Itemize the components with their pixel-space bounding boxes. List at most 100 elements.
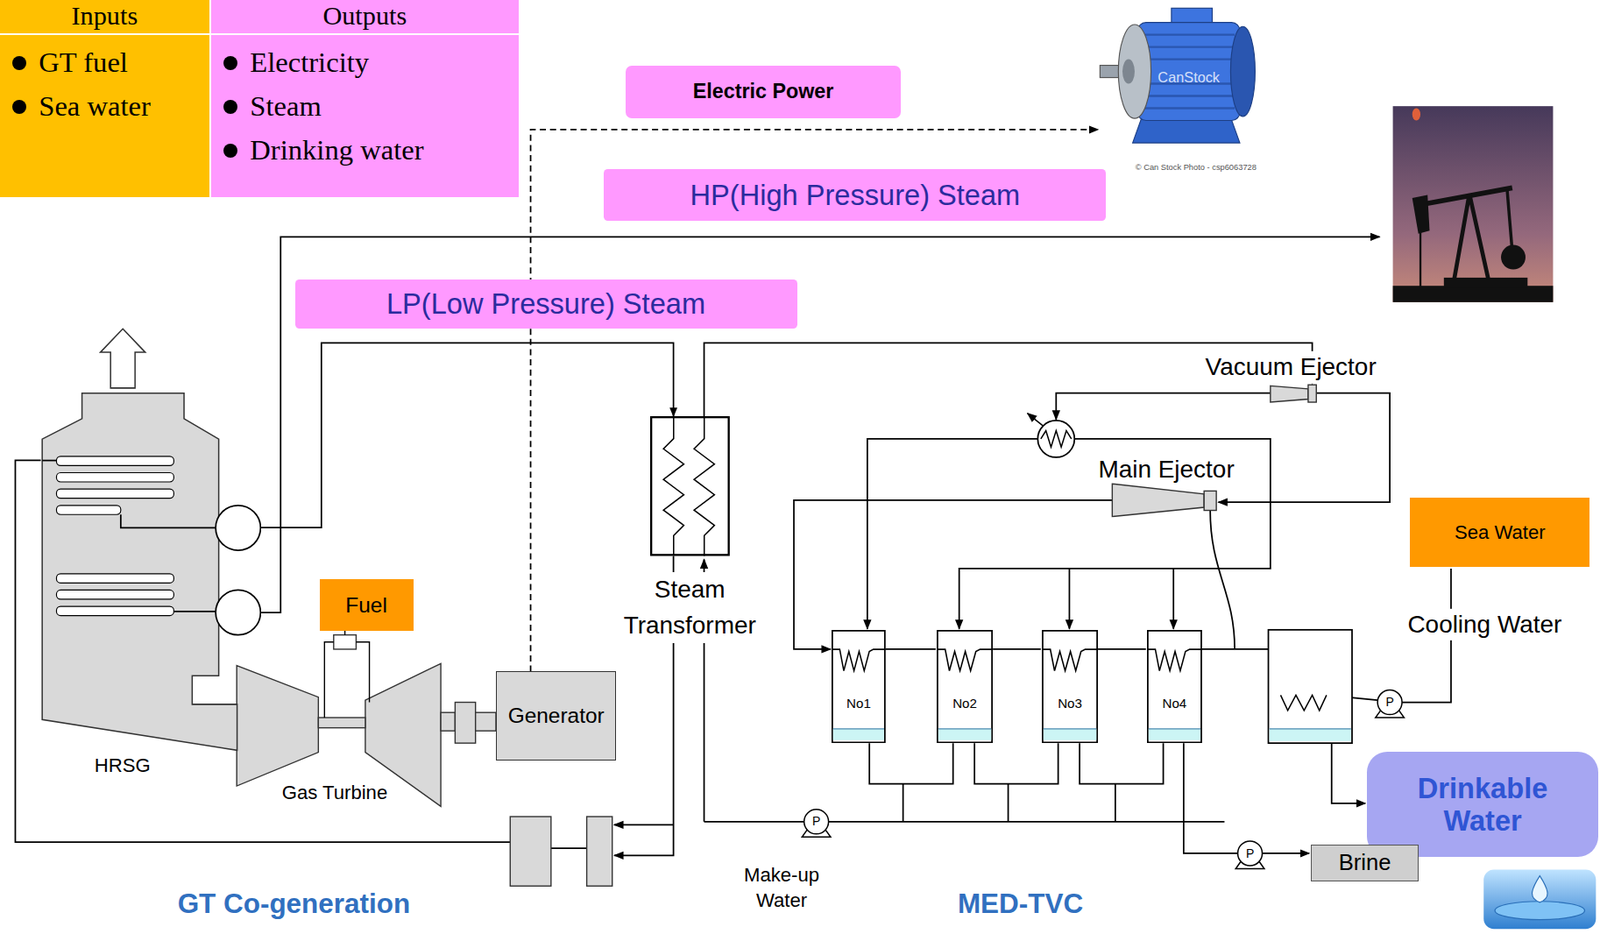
table-list-row: Steam <box>211 88 519 126</box>
hrsg-vessel <box>56 456 174 466</box>
effect-vessel <box>938 728 992 730</box>
effect-vessel <box>832 630 885 743</box>
gas-turbine-symbol <box>509 816 552 886</box>
effect-vessel <box>937 630 992 743</box>
heat-exchanger-symbol <box>1027 413 1043 426</box>
electric-motor-picture <box>1145 35 1235 109</box>
electric-motor-picture <box>1230 26 1255 117</box>
table-list-row: Drinking water <box>211 132 519 170</box>
oil-pumpjack-picture <box>1412 107 1421 121</box>
node-caption: Steam Transformer <box>608 572 772 644</box>
steam-transformer: Steam Transformer <box>650 416 730 557</box>
effect-number: No2 <box>936 695 993 711</box>
pipe-lines <box>1331 743 1366 804</box>
pipe-lines <box>869 743 953 785</box>
oil-pumpjack-picture <box>1452 193 1490 286</box>
input-label-box: Fuel <box>319 579 414 631</box>
pipe-lines <box>1097 648 1147 651</box>
component-label: Vacuum Ejector <box>1202 351 1380 383</box>
gas-turbine-symbol <box>587 816 613 886</box>
steam-transformer-vessel <box>663 416 684 557</box>
heat-exchanger-symbol <box>1040 431 1072 448</box>
table-header-cell: Inputs <box>0 0 210 36</box>
gas-turbine-symbol <box>324 630 369 718</box>
node-label: LP(Low Pressure) Steam <box>386 287 706 321</box>
hrsg-vessel <box>56 504 121 514</box>
electric-motor-picture <box>1122 59 1135 85</box>
gas-turbine-symbol <box>454 702 475 744</box>
effect-vessel: No3 <box>1041 630 1098 744</box>
pipe-lines <box>14 236 1452 856</box>
table-header: Outputs <box>322 0 407 32</box>
stream-label: Cooling Water <box>1404 608 1565 641</box>
table-cell: Electricity <box>249 44 369 82</box>
oil-pumpjack-picture <box>1393 106 1554 303</box>
pump-symbol <box>1375 710 1405 718</box>
list-bullet <box>223 143 238 158</box>
hrsg-unit: HRSG <box>41 326 262 781</box>
watermark: CanStock <box>1157 68 1220 87</box>
gas-turbine-symbol <box>440 712 455 731</box>
hrsg-vessel <box>215 589 261 635</box>
effect-vessel <box>936 630 993 744</box>
pipe-lines <box>1183 743 1239 854</box>
effect-vessel <box>1148 728 1201 740</box>
gas-turbine-symbol <box>318 717 366 729</box>
hrsg-vessel <box>41 326 262 781</box>
node-label: Sea Water <box>1454 521 1546 544</box>
ejector-symbol <box>1111 483 1204 517</box>
effect-number: No1 <box>831 695 886 711</box>
pipe-lines <box>704 821 805 823</box>
generator-box: Generator <box>495 671 616 760</box>
effect-vessel <box>1146 630 1203 744</box>
effect-number: No3 <box>1041 695 1098 711</box>
effect-vessel <box>1041 630 1098 744</box>
hrsg-vessel <box>99 328 145 389</box>
pump-letter: P <box>1246 844 1254 861</box>
steam-transformer-vessel <box>651 417 729 555</box>
pipe-lines <box>902 784 905 822</box>
pipe-lines <box>1007 784 1010 822</box>
hrsg-vessel <box>215 504 261 550</box>
hrsg-vessel <box>120 514 215 612</box>
steam-label-box: LP(Low Pressure) Steam <box>295 279 798 329</box>
effect-vessel <box>831 630 886 744</box>
effect-vessel <box>833 728 885 740</box>
table-cell: GT fuel <box>38 44 128 82</box>
effect-vessel: No4 <box>1146 630 1203 744</box>
output-product-box: Drinkable Water <box>1366 751 1598 857</box>
effect-vessel <box>1042 630 1098 743</box>
hrsg-vessel <box>42 459 57 461</box>
pump-letter: P <box>1385 693 1394 710</box>
pipe-lines <box>793 500 1112 650</box>
effect-vessel <box>1041 649 1098 671</box>
ejector-symbol <box>1270 385 1309 403</box>
water-drop-icon <box>1483 870 1596 930</box>
pump-symbol <box>804 809 829 835</box>
table-cell: Steam <box>249 88 321 126</box>
effect-vessel: No1 <box>831 630 886 744</box>
node-caption: HRSG <box>94 754 151 778</box>
pump-symbol <box>1235 861 1265 869</box>
node-label: Brine <box>1338 849 1392 876</box>
ejector-symbol <box>1203 490 1217 510</box>
water-drop-icon <box>1483 870 1596 930</box>
pipe-lines <box>959 438 1271 630</box>
steam-transformer-vessel <box>650 416 730 557</box>
hrsg-vessel <box>56 488 174 498</box>
steam-pipe-connector <box>261 342 673 528</box>
component-label: Main Ejector <box>1097 453 1234 486</box>
effect-vessel <box>1147 630 1202 743</box>
pump-symbol <box>801 829 831 837</box>
table-list-row: Sea water <box>0 88 210 126</box>
watermark: © Can Stock Photo - csp6063728 <box>1135 162 1257 173</box>
outputs-table-column: OutputsElectricitySteamDrinking water <box>211 0 519 198</box>
condenser-vessel <box>1268 630 1353 744</box>
oil-pumpjack-picture <box>1500 245 1526 270</box>
pipe-lines <box>551 847 588 850</box>
water-drop-icon <box>1494 901 1585 921</box>
list-bullet <box>12 99 27 114</box>
effect-vessel <box>1043 728 1097 740</box>
condenser-vessel <box>1269 729 1352 742</box>
